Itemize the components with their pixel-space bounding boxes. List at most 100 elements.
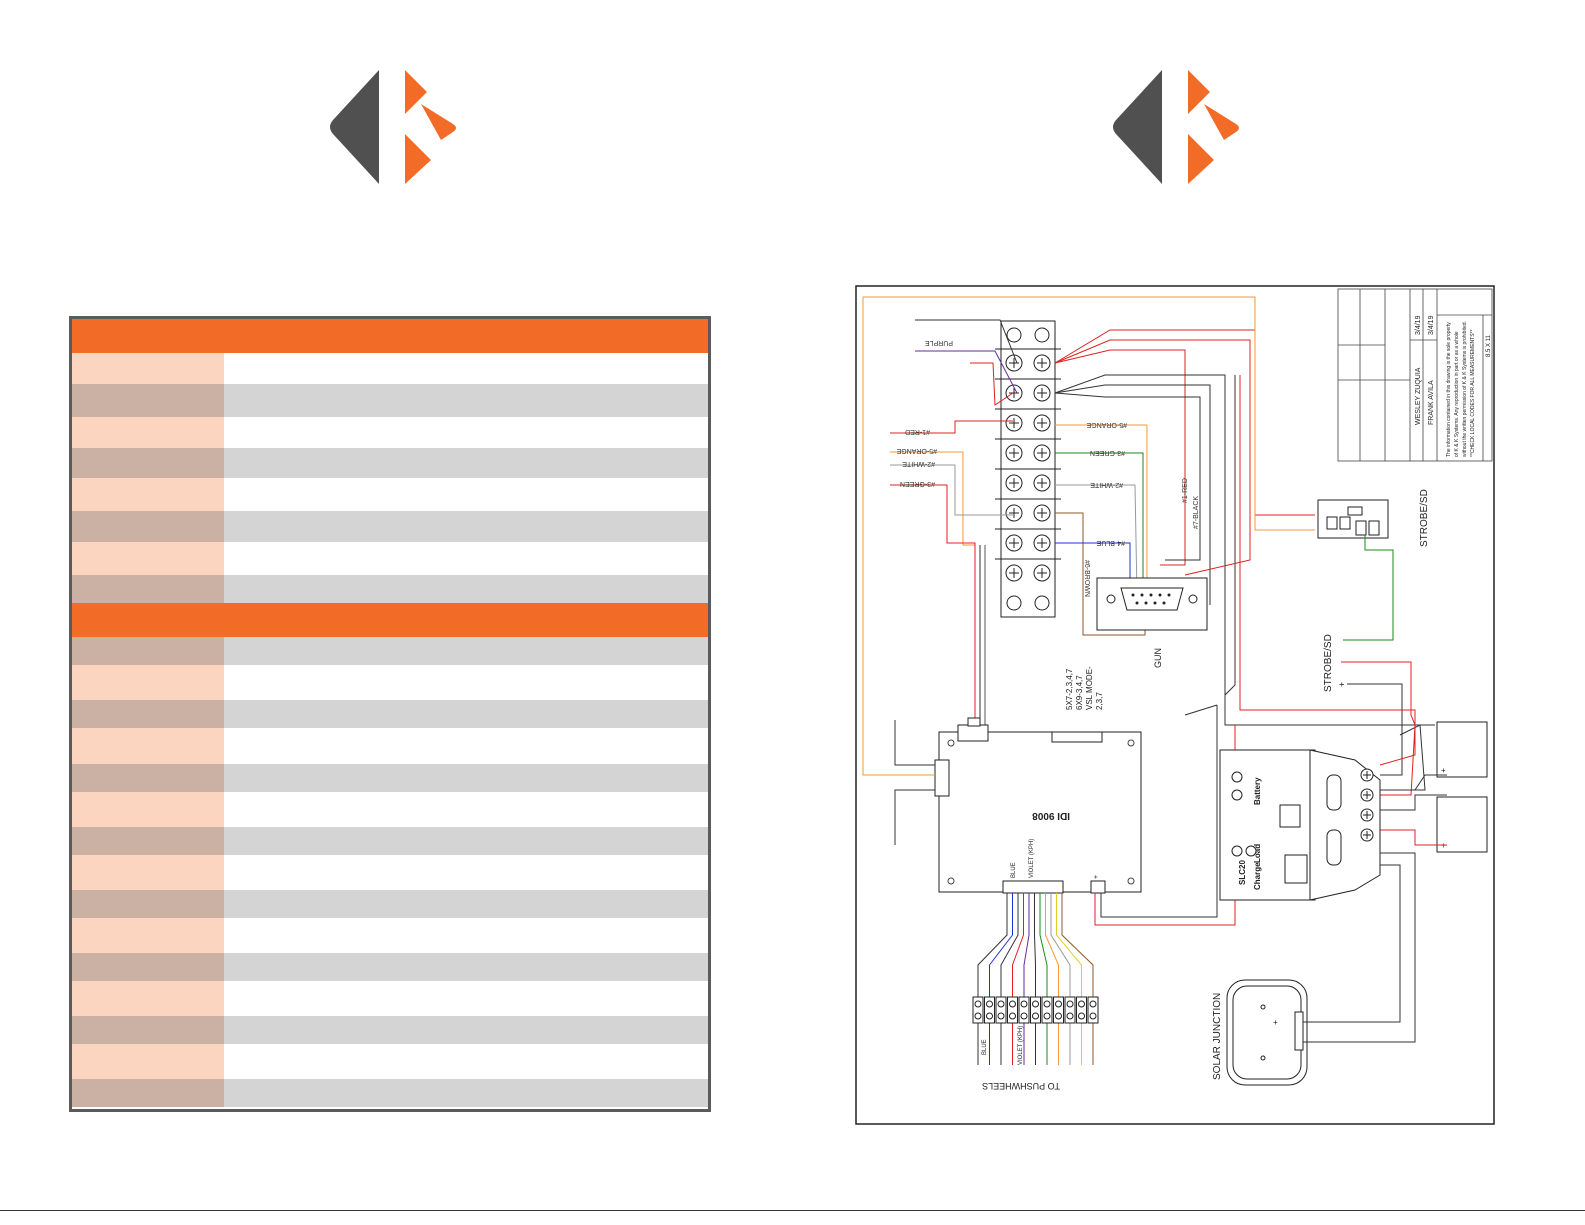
- label-red-left: #1-RED: [905, 428, 930, 435]
- solar-junction: + SOLAR JUNCTION: [1212, 979, 1308, 1086]
- label-white-right: #2-WHITE: [1090, 481, 1123, 488]
- table-value-cell: [224, 728, 708, 764]
- table-value-cell: [224, 953, 708, 981]
- label-charge: Charge: [1253, 862, 1262, 890]
- table-value-cell: [224, 384, 708, 417]
- diagram-border: [855, 285, 1495, 1125]
- label-load: Load: [1253, 844, 1262, 863]
- table-key-cell: [72, 665, 224, 700]
- table-key-cell: [72, 575, 224, 603]
- label-green-left: #3-GREEN: [900, 480, 935, 487]
- legend-table-grid: [72, 319, 708, 1107]
- table-value-cell: [224, 1079, 708, 1107]
- label-gun: GUN: [1153, 648, 1163, 668]
- table-key-cell: [72, 792, 224, 827]
- pushwheel-connector: [1076, 996, 1087, 1024]
- battery-top: +: [1433, 721, 1488, 778]
- table-key-cell: [72, 890, 224, 918]
- gun-connector: GUN: [1096, 577, 1208, 668]
- label-battery: Battery: [1253, 777, 1262, 805]
- label-plus-mid: +: [1337, 682, 1347, 687]
- table-key-cell: [72, 511, 224, 542]
- table-key-cell: [72, 700, 224, 728]
- table-value-cell: [224, 792, 708, 827]
- label-strobe-sd-mid: STROBE/SD: [1323, 634, 1334, 692]
- kk-logo-icon: [1110, 68, 1245, 188]
- label-blue-top: BLUE: [1011, 862, 1017, 878]
- label-mode-2: 6X9-3,4,7: [1075, 675, 1084, 710]
- kk-logo-icon: [327, 68, 462, 188]
- idi-controller: IDI 9008 BLUE VIOLET (KPH) +: [934, 717, 1142, 894]
- title-note-1: The information contained in this drawin…: [1446, 322, 1452, 457]
- label-mode-1: 5X7-2,3,4,7: [1065, 668, 1074, 710]
- table-value-cell: [224, 575, 708, 603]
- table-key-cell: [72, 637, 224, 665]
- title-date-2: 3/4/19: [1428, 315, 1435, 335]
- label-mode-4: 2,3,7: [1095, 692, 1104, 710]
- table-value-cell: [224, 890, 708, 918]
- table-key-cell: [72, 448, 224, 478]
- table-value-cell: [224, 1044, 708, 1079]
- label-red-right: #1-RED: [1182, 478, 1189, 503]
- table-value-cell: [224, 417, 708, 448]
- table-key-cell: [72, 827, 224, 855]
- battery-bottom: +: [1436, 796, 1488, 853]
- strobe-relay: [1317, 499, 1389, 539]
- label-slc: SLC20: [1238, 860, 1247, 885]
- title-drawn-by: WESLEY ZUQUIA: [1415, 367, 1422, 425]
- table-value-cell: [224, 1016, 708, 1044]
- table-value-cell: [224, 353, 708, 384]
- table-key-cell: [72, 953, 224, 981]
- table-value-cell: [224, 981, 708, 1016]
- table-key-cell: [72, 1079, 224, 1107]
- table-section-header: [72, 319, 708, 353]
- table-section-header: [72, 603, 708, 637]
- slc20-charge-controller: Battery Charge Load SLC20: [1219, 749, 1381, 901]
- pushwheel-connector: [1018, 996, 1030, 1024]
- table-value-cell: [224, 918, 708, 953]
- label-solar: SOLAR JUNCTION: [1212, 993, 1223, 1080]
- label-purple: PURPLE: [925, 339, 953, 346]
- pushwheel-connector: [972, 996, 984, 1024]
- table-value-cell: [224, 511, 708, 542]
- table-key-cell: [72, 918, 224, 953]
- label-black-right: #7-BLACK: [1193, 496, 1200, 529]
- pushwheel-connector: [1064, 996, 1076, 1024]
- label-strobe-sd-top: STROBE/SD: [1419, 489, 1430, 547]
- table-key-cell: [72, 384, 224, 417]
- table-value-cell: [224, 637, 708, 665]
- label-orange-left: #5-ORANGE: [896, 447, 937, 454]
- label-white-left: #2-WHITE: [902, 460, 935, 467]
- label-controller: IDI 9008: [1032, 810, 1070, 821]
- pushwheel-connector: [1053, 996, 1064, 1024]
- table-key-cell: [72, 981, 224, 1016]
- table-key-cell: [72, 855, 224, 890]
- title-date-1: 3/4/19: [1415, 315, 1422, 335]
- title-checked-by: FRANK AVILA: [1428, 380, 1435, 425]
- label-plus-board: +: [1093, 875, 1100, 879]
- bottom-rule: [0, 1210, 1585, 1211]
- title-note-4: **CHECK LOCAL CODES FOR ALL MEASUREMENTS…: [1470, 330, 1476, 457]
- table-key-cell: [72, 353, 224, 384]
- label-blue-right: #4-BLUE: [1096, 539, 1125, 546]
- label-pushwheels: TO PUSHWHEELS: [982, 1081, 1060, 1091]
- label-orange-right: #5-ORANGE: [1086, 421, 1127, 428]
- table-value-cell: [224, 700, 708, 728]
- terminal-strip: [995, 320, 1061, 618]
- table-value-cell: [224, 665, 708, 700]
- table-key-cell: [72, 542, 224, 575]
- table-key-cell: [72, 1016, 224, 1044]
- title-block: [1337, 288, 1493, 462]
- table-key-cell: [72, 478, 224, 511]
- label-violet-bottom: VIOLET (KPH): [1018, 1026, 1024, 1065]
- table-key-cell: [72, 728, 224, 764]
- title-note-2: of K & K Systems. Any reproduction in pa…: [1454, 331, 1460, 457]
- wiring-diagram: WESLEY ZUQUIA FRANK AVILA 3/4/19 3/4/19 …: [855, 285, 1495, 1125]
- table-key-cell: [72, 417, 224, 448]
- table-value-cell: [224, 855, 708, 890]
- wire-legend-table: [69, 316, 711, 1112]
- table-value-cell: [224, 542, 708, 575]
- label-green-right: #3-GREEN: [1090, 449, 1125, 456]
- pushwheel-connector: [995, 996, 1007, 1024]
- table-key-cell: [72, 1044, 224, 1079]
